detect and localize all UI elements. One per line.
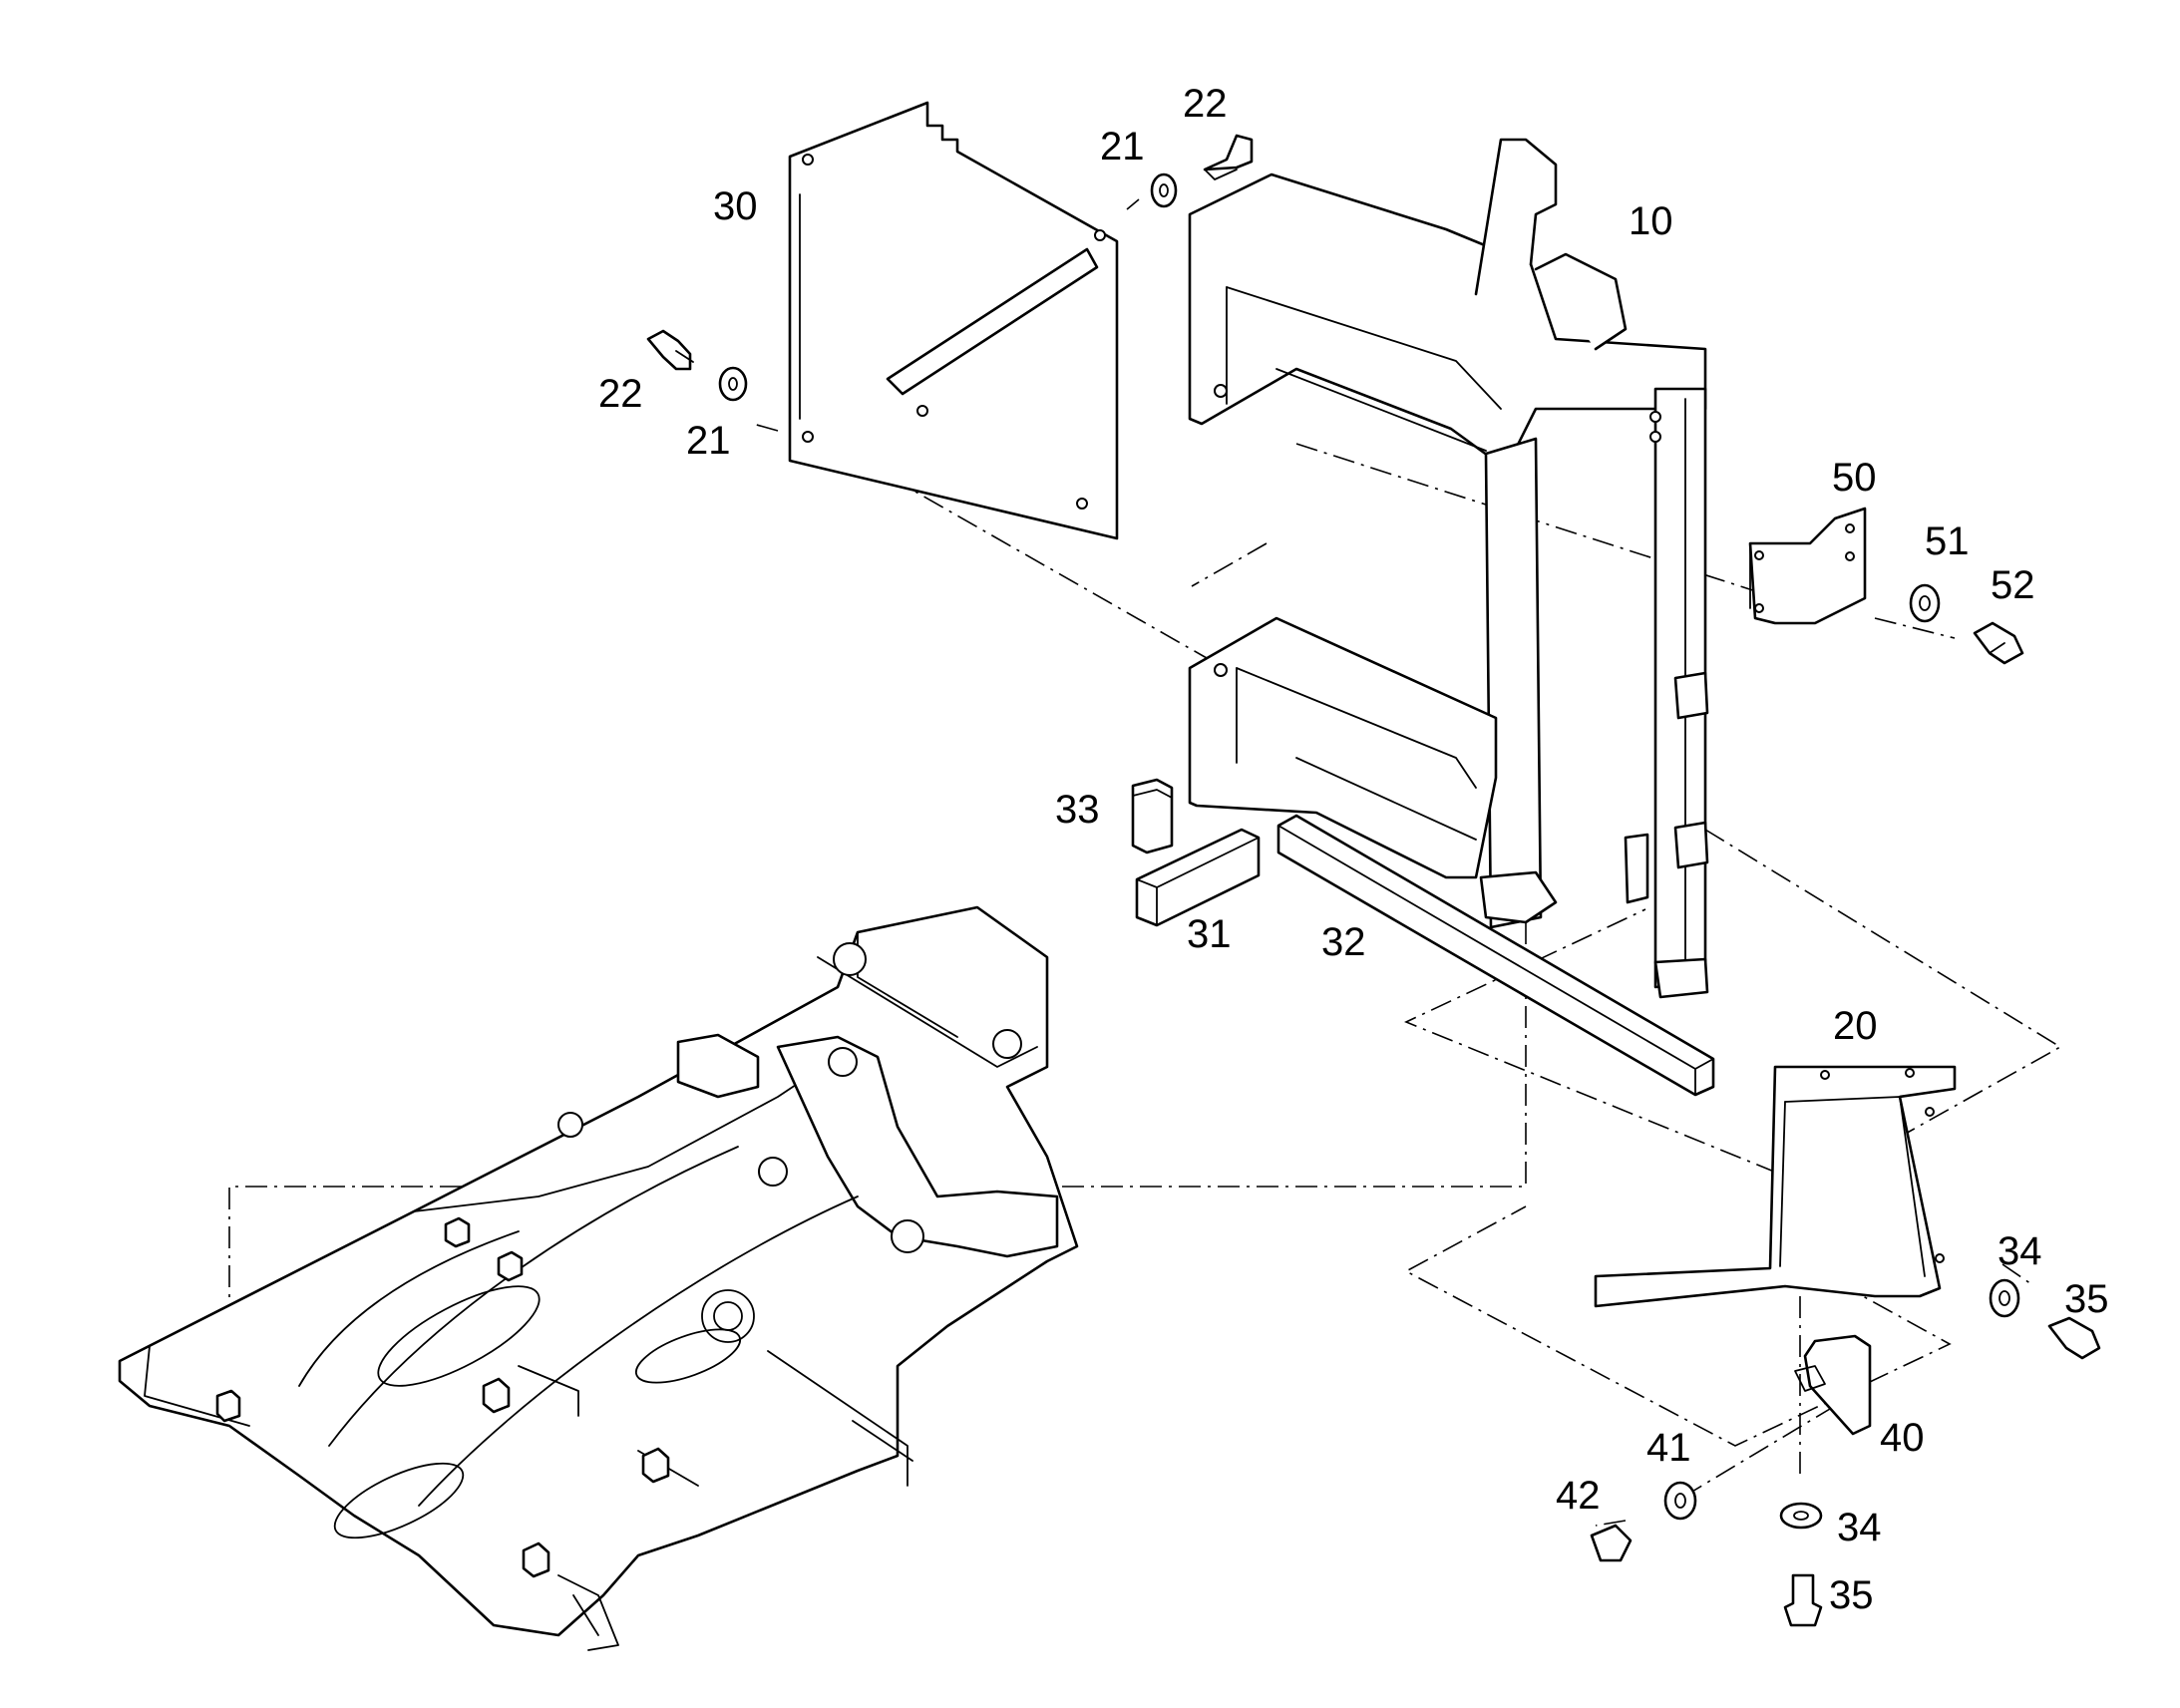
part-41-washer bbox=[1663, 1481, 1697, 1521]
part-21-washer-left bbox=[718, 366, 748, 402]
callout-22-left: 22 bbox=[598, 372, 643, 416]
part-40-gusset bbox=[1794, 1334, 1872, 1436]
part-51-washer bbox=[1909, 583, 1941, 623]
callout-41: 41 bbox=[1646, 1426, 1691, 1470]
callout-labels: 10 20 21 21 22 22 30 31 32 33 34 34 35 3… bbox=[598, 82, 2109, 1617]
callout-20: 20 bbox=[1833, 1004, 1878, 1048]
part-35-bolt-bottom bbox=[1783, 1573, 1823, 1627]
callout-30: 30 bbox=[713, 184, 758, 228]
machine-chassis bbox=[118, 905, 1079, 1651]
part-34-washer-right bbox=[1989, 1278, 2020, 1318]
part-22-bolt-left bbox=[646, 329, 694, 371]
part-34-washer-bottom bbox=[1779, 1502, 1823, 1530]
callout-33: 33 bbox=[1055, 788, 1100, 832]
callout-35-bottom: 35 bbox=[1829, 1573, 1874, 1617]
part-52-bolt bbox=[1973, 621, 2024, 665]
callout-51: 51 bbox=[1925, 519, 1970, 563]
callout-50: 50 bbox=[1832, 456, 1877, 500]
callout-21-left: 21 bbox=[686, 419, 731, 463]
part-21-washer-upper bbox=[1150, 172, 1178, 208]
callout-10: 10 bbox=[1629, 199, 1673, 243]
callout-34-bottom: 34 bbox=[1837, 1506, 1882, 1549]
callout-35-right: 35 bbox=[2064, 1277, 2109, 1321]
callout-40: 40 bbox=[1880, 1416, 1925, 1460]
part-10-radiator-frame bbox=[1188, 138, 1709, 999]
callout-34-right: 34 bbox=[1998, 1229, 2042, 1273]
part-33-foam-pad bbox=[1131, 778, 1174, 854]
callout-42: 42 bbox=[1556, 1474, 1601, 1518]
callout-22-upper: 22 bbox=[1183, 82, 1228, 126]
part-22-bolt-upper bbox=[1203, 134, 1254, 180]
callout-21-upper: 21 bbox=[1100, 125, 1145, 169]
part-50-bracket bbox=[1748, 507, 1867, 625]
part-20-side-bracket bbox=[1594, 1065, 1957, 1308]
part-42-bolt bbox=[1590, 1524, 1633, 1562]
callout-52: 52 bbox=[1991, 563, 2035, 607]
part-30-cover-plate bbox=[788, 101, 1119, 540]
part-32-foam-strip bbox=[1276, 814, 1715, 1097]
callout-31: 31 bbox=[1187, 912, 1232, 956]
callout-32: 32 bbox=[1321, 920, 1366, 964]
part-31-foam-block bbox=[1135, 828, 1261, 927]
part-35-bolt-right bbox=[2047, 1316, 2101, 1360]
